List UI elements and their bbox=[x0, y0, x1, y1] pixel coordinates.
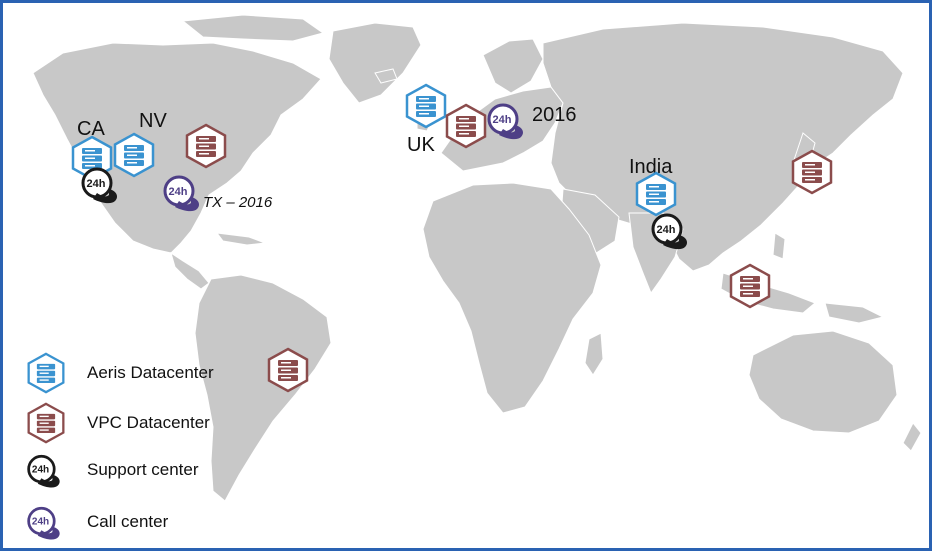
land-africa bbox=[422, 182, 602, 414]
legend-label-aeris: Aeris Datacenter bbox=[87, 363, 214, 382]
vpc-datacenter-icon[interactable] bbox=[265, 347, 311, 393]
world-map bbox=[32, 14, 922, 502]
label-nv: NV bbox=[139, 110, 167, 132]
land-central-america bbox=[170, 251, 210, 290]
land-australia bbox=[748, 330, 898, 434]
label-india: India bbox=[629, 156, 673, 178]
support-center-icon[interactable]: 24h bbox=[79, 161, 125, 207]
land-asia bbox=[542, 22, 904, 272]
vpc-datacenter-icon[interactable] bbox=[443, 103, 489, 149]
legend-item-support: 24h Support center bbox=[25, 450, 199, 490]
land-madagascar bbox=[584, 332, 604, 376]
legend-item-call: 24h Call center bbox=[25, 502, 168, 542]
land-greenland bbox=[328, 22, 422, 104]
support-center-icon: 24h bbox=[25, 449, 67, 491]
legend-label-support: Support center bbox=[87, 460, 199, 479]
label-uk: UK bbox=[407, 134, 435, 156]
call-center-icon: 24h bbox=[25, 501, 67, 543]
call-center-icon[interactable]: 24h bbox=[161, 169, 207, 215]
land-iceland bbox=[374, 68, 398, 84]
support-center-icon[interactable]: 24h bbox=[649, 207, 695, 253]
aeris-datacenter-icon bbox=[25, 352, 67, 394]
vpc-datacenter-icon[interactable] bbox=[789, 149, 835, 195]
call-center-icon[interactable]: 24h bbox=[485, 97, 531, 143]
svg-text:24h: 24h bbox=[87, 178, 106, 190]
label-tx: TX – 2016 bbox=[203, 194, 273, 211]
vpc-datacenter-icon[interactable] bbox=[183, 123, 229, 169]
land-south-america bbox=[194, 274, 332, 502]
svg-text:24h: 24h bbox=[32, 465, 49, 476]
land-new-guinea bbox=[824, 302, 885, 324]
svg-text:24h: 24h bbox=[493, 114, 512, 126]
svg-text:24h: 24h bbox=[657, 224, 676, 236]
legend-label-call: Call center bbox=[87, 512, 169, 531]
land-arctic-islands bbox=[181, 14, 325, 42]
legend-item-vpc: VPC Datacenter bbox=[25, 403, 210, 443]
land-philippines bbox=[772, 232, 786, 260]
label-ca: CA bbox=[77, 118, 105, 140]
land-cuba bbox=[215, 232, 266, 246]
legend-label-vpc: VPC Datacenter bbox=[87, 413, 210, 432]
label-eu-2016: 2016 bbox=[532, 104, 577, 126]
svg-text:24h: 24h bbox=[169, 186, 188, 198]
land-scandinavia bbox=[482, 38, 544, 94]
legend-item-aeris: Aeris Datacenter bbox=[25, 353, 214, 393]
svg-text:24h: 24h bbox=[32, 517, 49, 528]
vpc-datacenter-icon bbox=[25, 402, 67, 444]
vpc-datacenter-icon[interactable] bbox=[727, 263, 773, 309]
land-new-zealand bbox=[902, 422, 922, 452]
